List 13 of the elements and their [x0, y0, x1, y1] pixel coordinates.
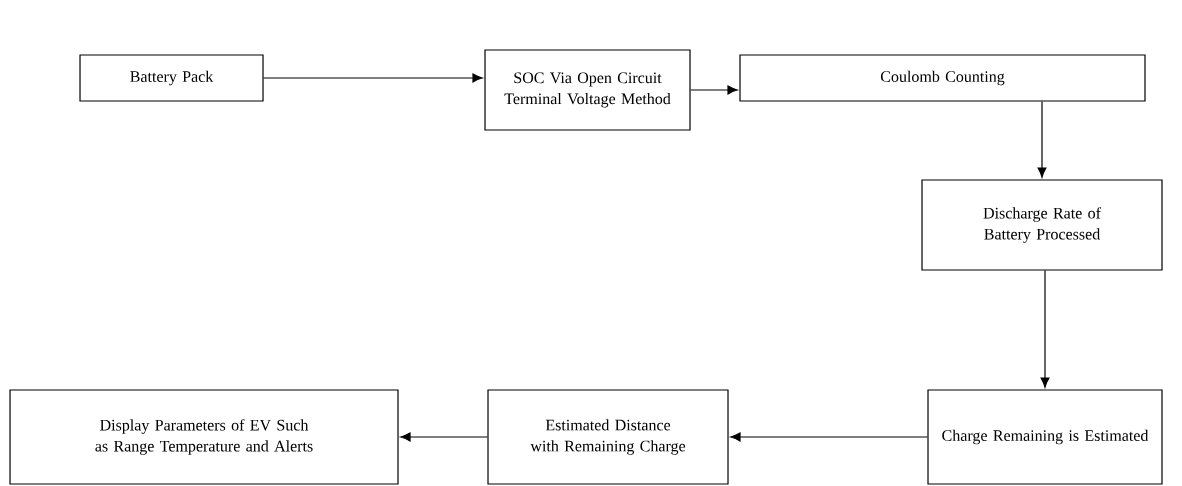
process-box: SOC Via Open Circuit Terminal Voltage Method — [484, 49, 691, 131]
arrow — [263, 73, 483, 83]
arrow — [730, 432, 928, 442]
arrow — [1040, 270, 1050, 388]
process-box: Discharge Rate of Battery Processed — [921, 179, 1163, 271]
arrow — [690, 85, 738, 95]
process-box: Charge Remaining is Estimated — [927, 389, 1163, 485]
process-box: Estimated Distance with Remaining Charge — [487, 389, 729, 485]
process-box: Display Parameters of EV Such as Range Temperature and Alerts — [9, 389, 399, 485]
arrow — [1037, 101, 1047, 178]
arrow — [400, 432, 488, 442]
process-box: Coulomb Counting — [739, 54, 1146, 102]
process-box: Battery Pack — [79, 54, 264, 102]
